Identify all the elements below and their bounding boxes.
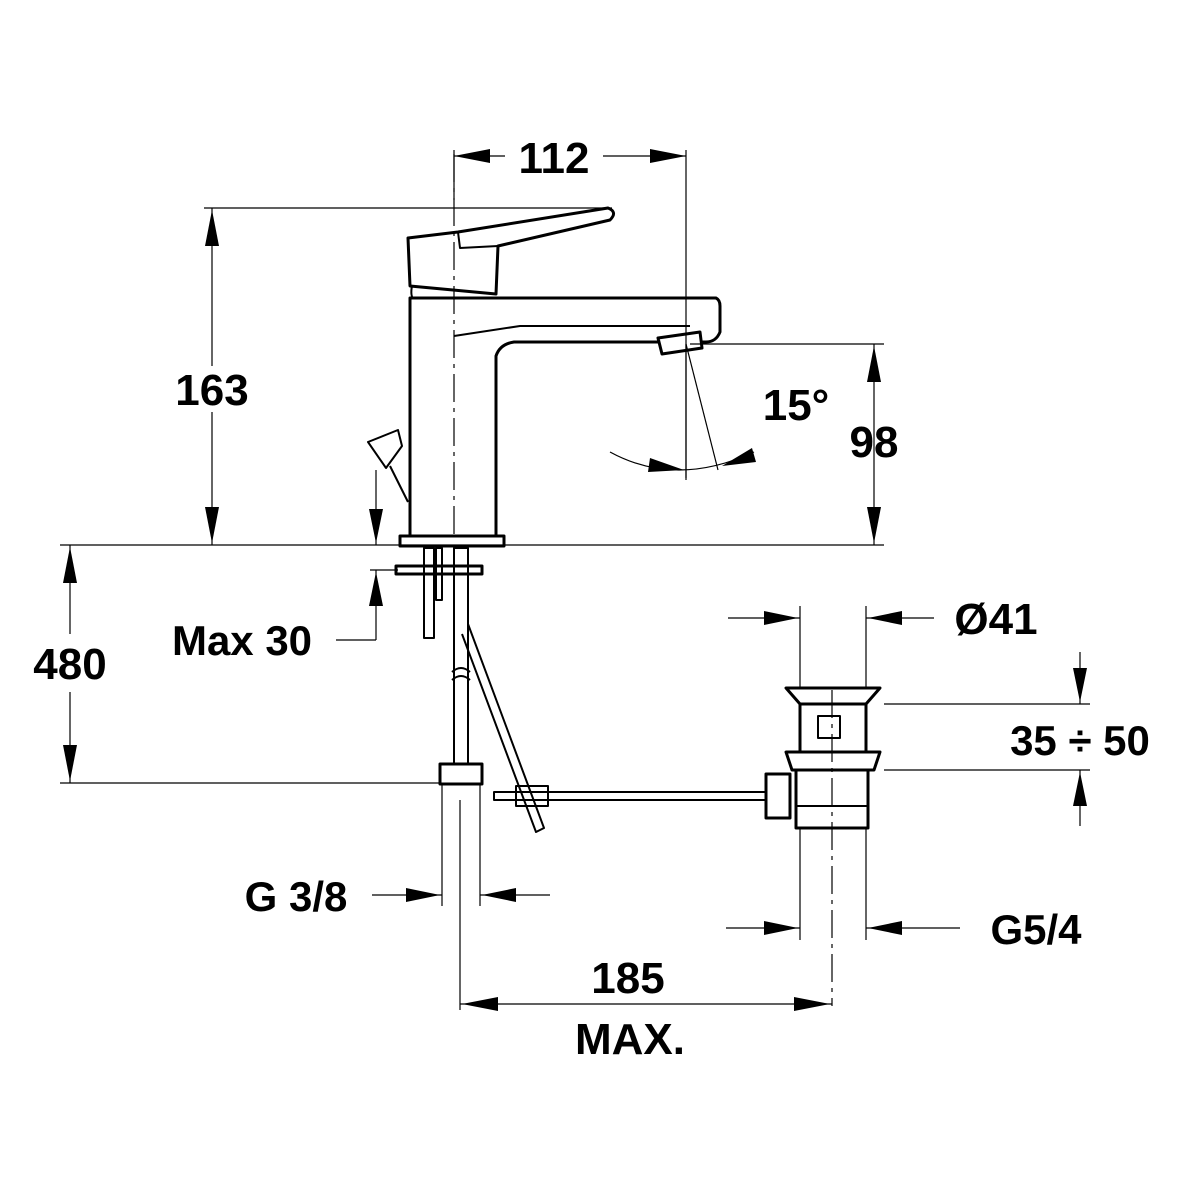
dim-480-arrow-bottom [63,745,77,781]
dim-35-arrow-top [1073,668,1087,702]
center-lines [453,154,833,1006]
hose-nut [438,762,484,786]
label-hose-length: 480 [33,640,106,689]
pull-rod [461,623,545,833]
label-waste-range: 35 ÷ 50 [1010,717,1150,764]
dim-g38-arrow-right [482,888,516,902]
threaded-stud-right [435,547,443,601]
flexible-hose [453,547,469,765]
dim-30-arrow-bottom [369,572,383,606]
label-hose-thread: G 3/8 [245,873,348,920]
dim-g38-arrow-left [406,888,440,902]
label-total-height: 163 [175,366,248,415]
label-deck-thickness: Max 30 [172,617,312,664]
lever-detail [457,231,499,249]
spout [408,296,722,542]
label-waste-thread: G5/4 [990,906,1082,953]
dim-35-arrow-bottom [1073,772,1087,806]
waste-locknut [784,750,882,772]
spout-inner [453,325,690,337]
plug-slot [817,715,841,739]
dim-41-arrow-left [764,611,798,625]
dimension-lines [60,149,1090,1011]
dim-g54-arrow-right [868,921,902,935]
dim-41-arrow-right [868,611,902,625]
dimension-labels: 112 163 98 15° Max 30 480 Ø41 35 ÷ 50 G … [33,134,1150,1064]
dim-480-arrow-top [63,547,77,583]
link-rod [493,791,771,801]
waste-plug [798,702,868,754]
angle-line-inclined [685,343,719,471]
dim-g54-arrow-left [764,921,798,935]
dim-112-arrow-right [650,149,686,163]
dim-185-arrow-right [794,997,830,1011]
popup-knob [367,429,403,469]
hose-break-mark [451,667,471,681]
label-rod-distance-note: MAX. [575,1015,685,1064]
threaded-stud-left [423,547,435,639]
fixing-plate [394,564,484,576]
label-spout-reach: 112 [519,134,590,183]
angle-arrow-left [648,458,684,472]
lever-handle [406,206,615,296]
label-rod-distance: 185 [591,954,664,1003]
base-flange [398,534,506,548]
label-swivel-angle: 15° [763,381,830,430]
angle-arrow-right [722,448,756,466]
dim-163-arrow-bottom [205,507,219,543]
dim-98-arrow-bottom [867,507,881,543]
faucet-drawing [367,206,722,833]
waste-flange [784,686,882,706]
dim-30-arrow-top [369,509,383,543]
dim-185-arrow-left [462,997,498,1011]
popup-rod [389,465,409,503]
pivot-nut [764,772,792,820]
waste-drawing [493,686,882,830]
dim-163-arrow-top [205,210,219,246]
dim-98-arrow-top [867,346,881,382]
dim-112-arrow-left [454,149,490,163]
label-waste-diameter: Ø41 [954,595,1037,644]
rod-clamp [515,785,549,807]
label-spout-height: 98 [850,418,899,467]
